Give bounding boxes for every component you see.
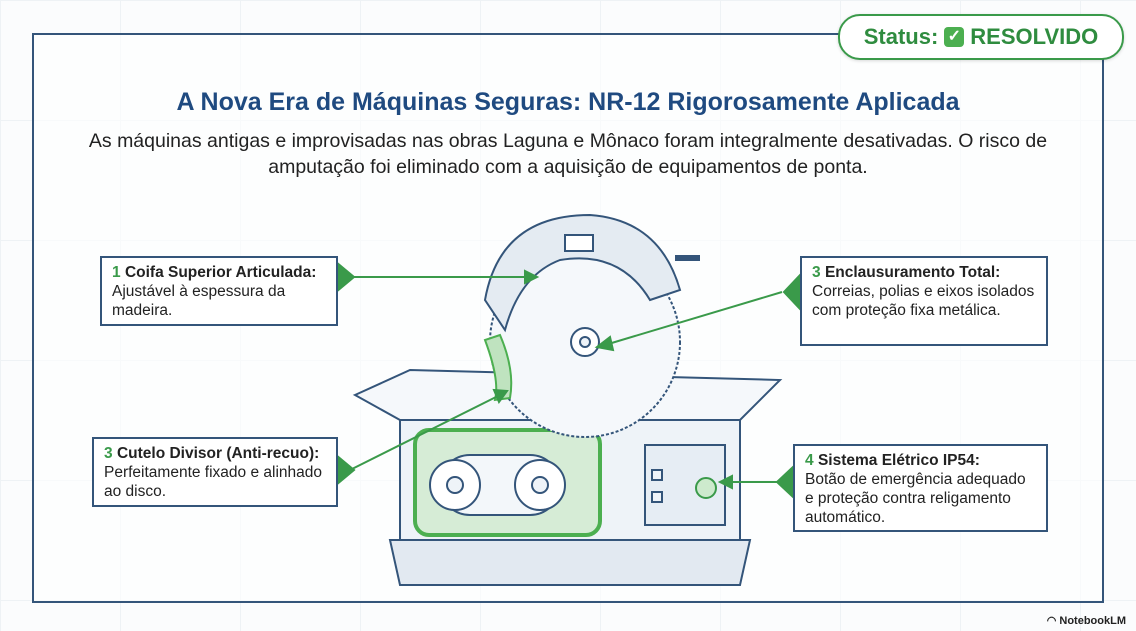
callout-enclosure: 3 Enclausuramento Total: Correias, polia… xyxy=(800,256,1048,346)
callout-text: Correias, polias e eixos isolados com pr… xyxy=(812,283,1035,319)
callout-text: Botão de emergência adequado e proteção … xyxy=(805,471,1026,526)
arrowhead-icon xyxy=(492,388,509,405)
footer-label: NotebookLM xyxy=(1059,615,1126,627)
pulley-left-hub xyxy=(446,476,464,494)
callout-heading: Sistema Elétrico IP54: xyxy=(817,452,980,469)
callout-number: 3 xyxy=(104,445,113,462)
arrow-line xyxy=(349,394,501,471)
page-subtitle: As máquinas antigas e improvisadas nas o… xyxy=(88,130,1048,178)
callout-pointer-icon xyxy=(775,464,794,500)
callout-riving-knife: 3 Cutelo Divisor (Anti-recuo): Perfeitam… xyxy=(92,437,338,507)
pulley-right-hub xyxy=(531,476,549,494)
upper-blade-guard xyxy=(483,213,682,333)
arrowhead-icon xyxy=(717,474,733,490)
status-value: RESOLVIDO xyxy=(970,24,1099,49)
page-title: A Nova Era de Máquinas Seguras: NR-12 Ri… xyxy=(176,88,960,116)
panel-switch xyxy=(651,469,663,481)
blade-arbor-nut xyxy=(579,336,591,348)
callout-heading: Cutelo Divisor (Anti-recuo): xyxy=(116,445,320,462)
callout-pointer-icon xyxy=(335,259,356,295)
callout-blade-guard: 1 Coifa Superior Articulada: Ajustável à… xyxy=(100,256,338,326)
status-badge: Status: ✓ RESOLVIDO xyxy=(838,14,1124,60)
callout-heading: Enclausuramento Total: xyxy=(824,264,1001,281)
panel-switch xyxy=(651,491,663,503)
callout-pointer-icon xyxy=(782,272,801,312)
callout-text: Perfeitamente fixado e alinhado ao disco… xyxy=(104,464,323,500)
notebooklm-logo-icon: ◠ xyxy=(1046,615,1060,627)
guard-label-plate xyxy=(564,234,594,252)
arrowhead-icon xyxy=(524,269,540,285)
status-label: Status: xyxy=(863,24,939,49)
callout-electrical: 4 Sistema Elétrico IP54: Botão de emergê… xyxy=(793,444,1048,532)
callout-number: 1 xyxy=(112,264,121,281)
check-mark-icon: ✓ xyxy=(944,27,965,47)
emergency-button xyxy=(695,477,717,499)
riving-knife xyxy=(483,333,513,402)
saw-foot xyxy=(388,539,752,586)
arrow-line xyxy=(604,291,783,346)
callout-heading: Coifa Superior Articulada: xyxy=(124,264,317,281)
notebooklm-watermark: ◠ NotebookLM xyxy=(1047,614,1126,627)
arrowhead-icon xyxy=(594,335,615,352)
callout-text: Ajustável à espessura da madeira. xyxy=(112,283,286,319)
callout-number: 4 xyxy=(805,452,814,469)
callout-pointer-icon xyxy=(335,452,356,488)
callout-number: 3 xyxy=(812,264,821,281)
